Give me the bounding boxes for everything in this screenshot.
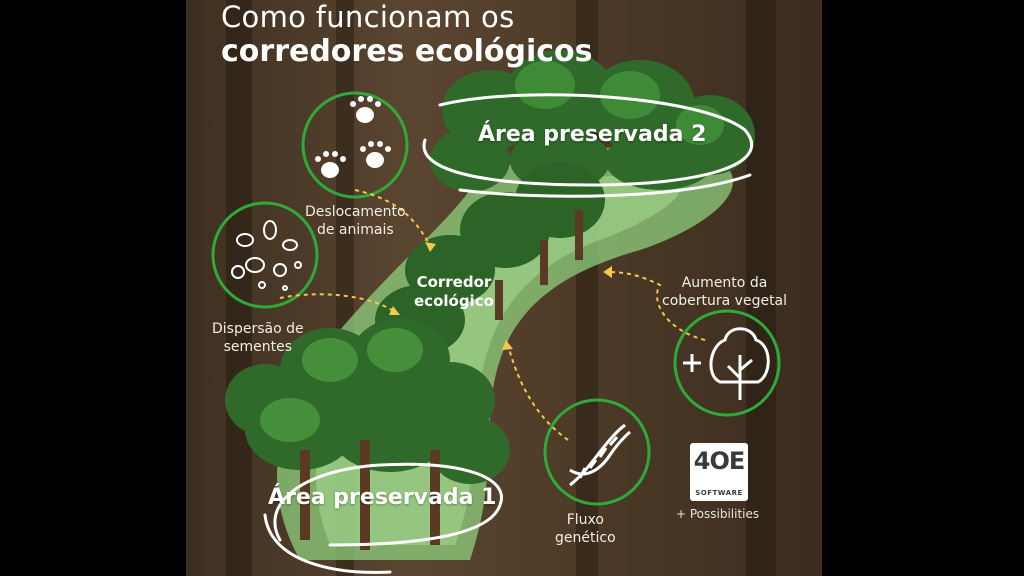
flow-arrows: [279, 189, 706, 441]
area-preserved-1-label: Área preservada 1: [268, 485, 497, 510]
label-vegetation-line2: cobertura vegetal: [662, 293, 788, 309]
label-animals-line1: Deslocamento: [305, 204, 406, 220]
label-genetic-line2: genético: [555, 530, 616, 546]
icon-circle-seeds: [211, 201, 319, 309]
title-line-1: Como funcionam os: [221, 0, 515, 34]
area-2-ring: [422, 93, 753, 198]
background-trunk: [226, 0, 252, 576]
area-1-ring: [263, 462, 503, 574]
label-seeds-line1: Dispersão de: [212, 321, 304, 337]
brand-tagline: + Possibilities: [676, 507, 760, 521]
tree-cluster-corridor: [375, 162, 605, 355]
brand-logo: 4OE SOFTWARE: [690, 443, 748, 501]
label-vegetation-line1: Aumento da: [681, 275, 768, 291]
label-animals: Deslocamento de animais: [305, 203, 406, 239]
corridor-label-line1: Corredor: [416, 273, 492, 291]
label-animals-line2: de animais: [316, 222, 394, 238]
label-genetic-line1: Fluxo: [566, 512, 604, 528]
label-genetic: Fluxo genético: [555, 511, 616, 547]
label-seeds: Dispersão de sementes: [212, 320, 304, 356]
brand-sub: SOFTWARE: [695, 489, 743, 497]
icon-circle-animals: [301, 91, 409, 199]
corridor-label: Corredor ecológico: [414, 273, 494, 311]
plus-tree-icon: [683, 327, 770, 400]
area-preserved-2-label: Área preservada 2: [478, 122, 707, 147]
label-seeds-line2: sementes: [223, 339, 293, 355]
tree-trunks-area-1: [300, 440, 440, 550]
tree-highlights-area-1: [260, 328, 423, 442]
corridor-label-line2: ecológico: [414, 292, 494, 310]
seeds-icon: [231, 220, 302, 291]
dna-icon: [569, 423, 631, 487]
paw-prints-icon: [315, 96, 391, 178]
tree-highlights-area-2: [515, 61, 724, 145]
title-line-2: corredores ecológicos: [221, 34, 593, 69]
icon-circle-vegetation: [673, 309, 781, 417]
label-vegetation: Aumento da cobertura vegetal: [662, 274, 787, 310]
brand-mark: 4OE: [693, 447, 746, 475]
background-trunk: [746, 0, 776, 576]
icon-circle-genetic: [543, 398, 651, 506]
arrow-heads: [389, 242, 612, 350]
